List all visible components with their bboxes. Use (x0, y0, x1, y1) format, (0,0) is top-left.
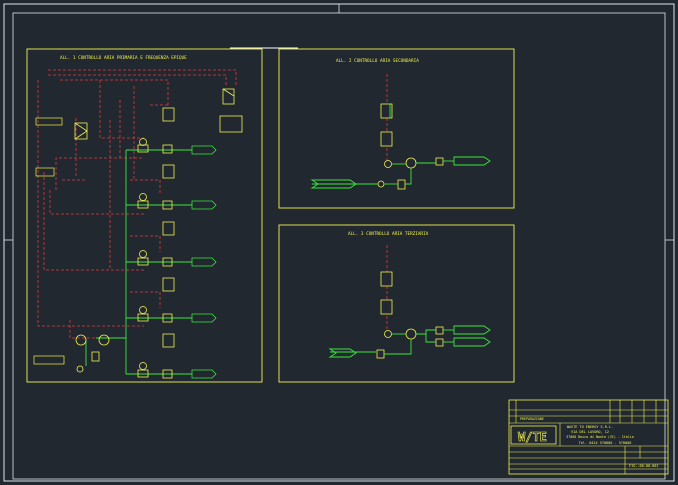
panel-all1-box-pic (35, 167, 55, 177)
panel-all1-box-inlet (33, 355, 65, 365)
panel-all3-devices (376, 271, 444, 359)
panel-all1-signals (37, 69, 237, 339)
panel-all2-border (278, 48, 515, 209)
title-block: W/TE WASTE TO ENERGY S.R.L. VIA DEL LAVO… (508, 399, 669, 475)
panel-all1-border (26, 48, 263, 383)
panel-all1-title: ALL. 1 CONTROLLO ARIA PRIMARIA E FREQUEN… (60, 55, 187, 61)
title-block-frame (508, 399, 669, 475)
panel-all1-loops (85, 149, 192, 375)
outer-frame (3, 3, 675, 482)
panel-all3-pipes (328, 325, 491, 358)
panel-all3-title: ALL. 3 CONTROLLO ARIA TERZIARIA (348, 231, 429, 237)
panel-all1-outlets (191, 145, 217, 379)
panel-all2-title: ALL. 2 CONTROLLO ARIA SECONDARIA (336, 58, 419, 64)
panel-all2-devices (377, 103, 444, 190)
panel-all1-tag-ai (35, 117, 63, 126)
title-line2: VIA DEL LAVORO, 12 (571, 430, 609, 434)
transmitter-icon (74, 88, 243, 140)
drawing-code: FIG.-00-00-001 (629, 464, 659, 468)
title-tel: Tel. 0424 570000 - 570000 (579, 441, 632, 445)
panel-all3-border (278, 224, 515, 383)
title-company: WASTE TO ENERGY S.R.L. (567, 425, 613, 429)
title-line3: 37060 Bosco di Nanto (VI) - Italia (566, 435, 634, 439)
logo-text: W/TE (518, 430, 547, 444)
title-rev-label: PREPARAZIONE (520, 417, 544, 421)
panel-all1-devices (75, 107, 175, 379)
panel-all2: ALL. 2 CONTROLLO ARIA SECONDARIA (278, 48, 515, 209)
logo-box (510, 425, 557, 445)
panel-all2-pipes (310, 104, 491, 189)
panel-all1: ALL. 1 CONTROLLO ARIA PRIMARIA E FREQUEN… (26, 48, 263, 383)
panel-all3: ALL. 3 CONTROLLO ARIA TERZIARIA (278, 224, 515, 383)
inner-frame (12, 12, 666, 480)
